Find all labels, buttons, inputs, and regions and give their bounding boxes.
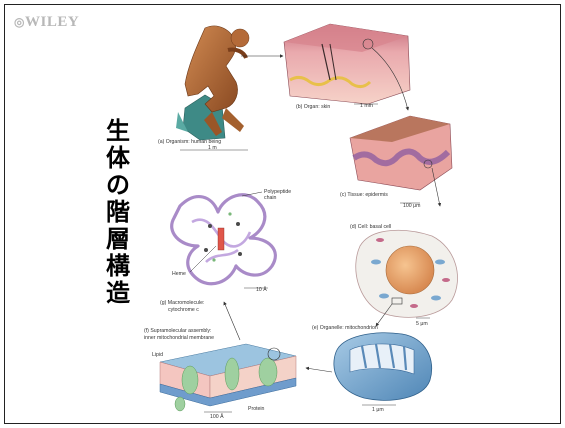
organ-scale-label: 1 mm [360, 103, 373, 109]
macromolecule-scale-label: 10 Å [256, 286, 267, 293]
heme-label: Heme [172, 271, 186, 277]
macromolecule-caption-line2: cytochrome c [168, 307, 199, 313]
supramolecular-caption-line2: inner mitochondrial membrane [144, 335, 214, 341]
cell-caption: (d) Cell: basal cell [350, 224, 391, 230]
supramolecular-caption-line1: (f) Supramolecular assembly: [144, 328, 211, 334]
cell-basal [356, 230, 458, 326]
arrow-f-to-g [224, 302, 240, 340]
membrane-bilayer [160, 344, 296, 411]
organ-caption: (b) Organ: skin [296, 104, 330, 110]
organ-skin-block [284, 24, 410, 110]
polypeptide-label-line2: chain [264, 195, 277, 201]
organelle-caption: (e) Organelle: mitochondrion [312, 325, 378, 331]
cell-scale-label: 5 μm [416, 321, 428, 327]
tissue-caption: (c) Tissue: epidermis [340, 192, 388, 198]
supramolecular-scale-label: 100 Å [210, 413, 224, 420]
organelle-scale-label: 1 μm [372, 407, 384, 413]
organism-scale-label: 1 m [208, 145, 217, 151]
tissue-scale-label: 100 μm [403, 203, 420, 209]
organism-figure [176, 26, 283, 140]
protein-label: Protein [248, 406, 265, 412]
lipid-label: Lipid [152, 352, 163, 358]
cytochrome-c [172, 192, 276, 284]
mitochondrion [306, 333, 432, 400]
macromolecule-caption-line1: (g) Macromolecule: [160, 300, 204, 306]
